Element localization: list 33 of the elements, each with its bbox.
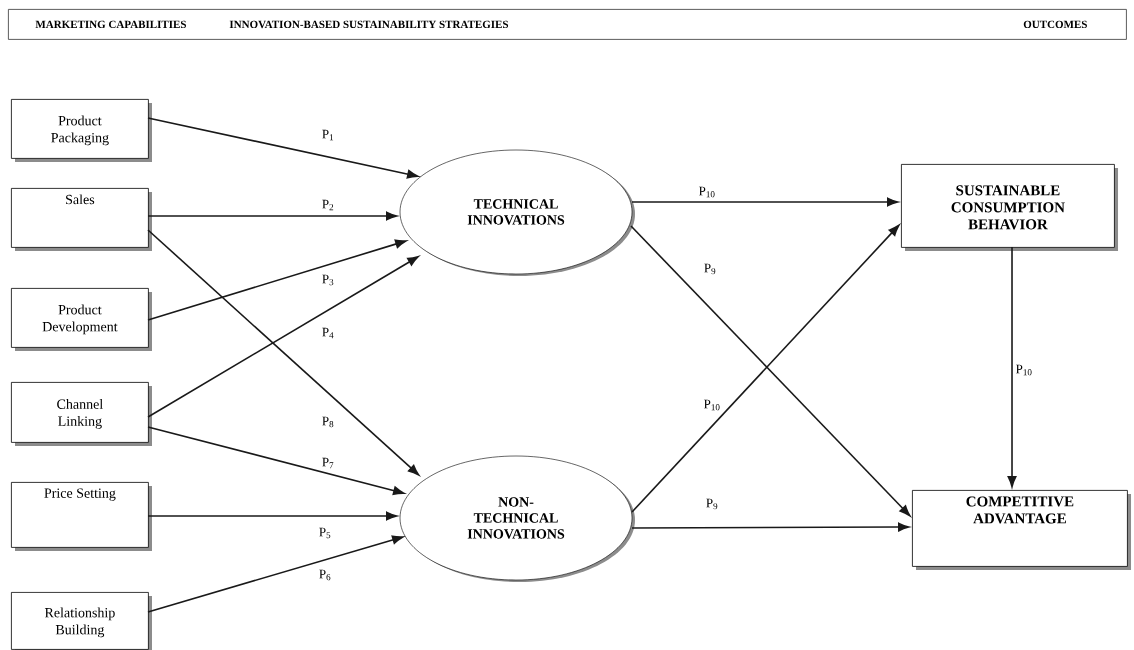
arrow <box>631 197 899 207</box>
arrow <box>1007 246 1017 488</box>
arrow <box>147 426 405 496</box>
capability-box: Price Setting <box>11 482 152 551</box>
arrow <box>147 511 398 521</box>
edge-label: P$_{3}$ <box>320 273 336 287</box>
capability-box: Product Packaging <box>11 99 152 162</box>
edge-label: P$_{6}$ <box>317 568 333 582</box>
outcome-box: SUSTAINABLE CONSUMPTION BEHAVIOR <box>901 164 1118 251</box>
edge-label: P$_{9}$ <box>704 497 720 511</box>
arrow <box>147 229 420 476</box>
capability-box: Channel Linking <box>11 382 152 446</box>
edge-label: P$_{10}$ <box>697 185 717 199</box>
edge-label: P$_{10}$ <box>702 398 722 412</box>
edge-label: P$_{7}$ <box>320 456 336 470</box>
edge-label: P$_{2}$ <box>320 198 336 212</box>
arrow <box>147 117 419 179</box>
capability-box: Sales <box>11 188 152 251</box>
arrow <box>147 535 404 613</box>
capability-box: Product Development <box>11 288 152 351</box>
edge-label: P$_{4}$ <box>320 326 336 340</box>
outcome-box: COMPETITIVE ADVANTAGE <box>912 490 1131 570</box>
header-box: MARKETING CAPABILITIES INNOVATION-BASED SUSTAINABILITY STRATEGIES OUTCOMES <box>8 9 1127 40</box>
edge-label: P$_{1}$ <box>320 128 336 142</box>
edge-label: P$_{5}$ <box>317 526 333 540</box>
arrow <box>147 211 398 221</box>
edge-label: P$_{10}$ <box>1014 363 1034 377</box>
edge-label: P$_{9}$ <box>702 262 718 276</box>
arrow <box>147 255 419 418</box>
arrow <box>631 522 910 532</box>
arrow <box>147 239 407 321</box>
capability-box: Relationship Building <box>11 592 152 650</box>
edge-label: P$_{8}$ <box>320 415 336 429</box>
